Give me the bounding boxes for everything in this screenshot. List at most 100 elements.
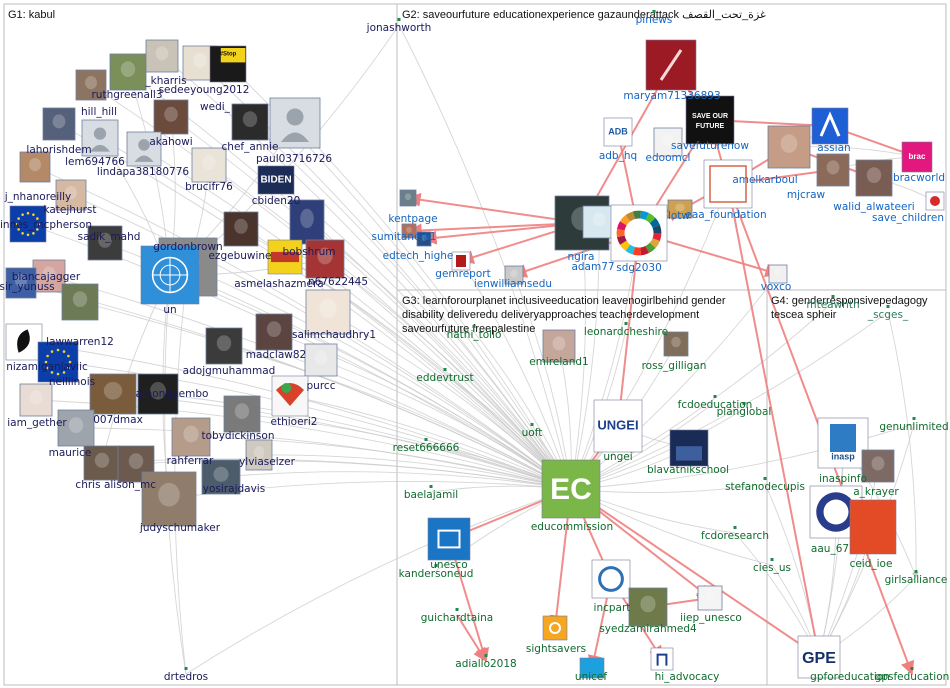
node-edoomcl[interactable] [653,127,683,157]
node-lindapa38180776[interactable] [126,131,162,167]
node-gpsfeducation[interactable] [910,667,914,670]
node-sadik_mahd[interactable] [87,225,123,261]
node-ruthgreenall3[interactable] [109,53,147,91]
node-hill_hill[interactable] [75,69,107,101]
node-bracworld[interactable]: brac [901,141,933,173]
node-hi_advocacy[interactable] [650,647,674,671]
node-cies_us[interactable] [770,558,774,561]
node-sightsavers[interactable] [542,615,568,641]
node-adam77[interactable] [582,205,616,239]
node-pinews[interactable] [652,10,656,13]
node-yosirajdavis[interactable] [201,459,241,495]
node-purcc[interactable] [304,343,338,377]
node-akahowi[interactable] [153,99,189,135]
node-ross_gilligan[interactable] [663,331,689,357]
node-ezgebuwine[interactable] [223,211,259,247]
node-blavatnikschool[interactable] [669,429,709,467]
node-gemreport[interactable] [451,251,471,271]
node-007dmax[interactable] [89,373,137,415]
node-unicef[interactable] [579,657,605,679]
node-genunlimited[interactable] [912,417,916,420]
node-amelkarboul[interactable] [767,125,811,169]
node-unesco[interactable] [427,517,471,561]
node-lem6947[interactable] [81,119,119,157]
node-biancajagger[interactable] [32,259,66,293]
node-maurice[interactable] [57,409,95,447]
node-iam_gether[interactable] [19,383,53,417]
node-adb_hq[interactable]: ADB [603,117,633,147]
node-save_children[interactable] [925,191,945,211]
node-kentpage[interactable] [399,189,417,207]
node-tobydickinson[interactable] [223,395,261,433]
node-ceid_ioe[interactable] [849,499,897,555]
node-rahferrar[interactable] [171,417,211,457]
node-planglobal[interactable] [742,402,746,405]
node-katejhurst[interactable] [55,179,87,211]
node-ungei[interactable]: UNGEI [593,399,643,453]
node-paul03716726[interactable] [269,97,321,149]
node-assian[interactable] [811,107,849,145]
node-kandersoneud[interactable] [434,564,438,567]
node-educommission[interactable]: EC [541,459,601,519]
node-uoft[interactable] [530,423,534,426]
node-un[interactable] [140,245,200,305]
node-fcdoeducation[interactable] [713,395,717,398]
node-j_nhanoreilly[interactable] [19,151,51,183]
node-inaspinfo[interactable]: inasp [817,417,869,469]
node-nizamiganjaviic[interactable] [5,323,43,361]
node-ylviaselzer[interactable] [245,439,273,471]
node-neillinois[interactable] [37,341,79,383]
node-scges[interactable] [886,305,890,308]
node-baelajamil[interactable] [429,485,433,488]
node-maryam71336893[interactable] [645,39,697,91]
node-adojgmuhammad[interactable] [205,327,243,365]
node-emireland1[interactable] [542,329,576,363]
node-edtech_highe[interactable] [416,231,432,247]
node-judyschumaker[interactable] [141,471,197,527]
node-incpart[interactable] [591,559,631,599]
node-eddevtrust[interactable] [443,368,447,371]
node-nathi_tollo[interactable] [472,325,476,328]
node-stefanodecupis[interactable] [763,477,767,480]
node-drtedros[interactable] [184,667,188,670]
node-ethioeri2[interactable] [271,375,309,417]
node-ienwilliamsedu[interactable] [504,265,524,285]
node-voxco[interactable] [768,264,788,284]
node-asmelashazmera[interactable] [267,239,303,275]
node-fcdoresearch[interactable] [733,526,737,529]
node-lotw[interactable] [667,199,693,219]
node-kharris[interactable] [145,39,179,73]
node-girlsalliance[interactable] [914,570,918,573]
node-madclaw82[interactable] [255,313,293,351]
node-wedi[interactable]: #Stop [209,45,247,83]
node-leonardcheshire[interactable] [624,322,628,325]
node-salimchaudhry1[interactable] [305,289,351,335]
node-sumitaneja1[interactable] [401,223,417,239]
node-lawwarren12[interactable] [61,283,99,321]
node-iiep_unesco[interactable] [697,585,723,611]
node-n67622445[interactable] [305,239,345,279]
node-chris[interactable] [83,445,121,481]
node-gpforeducation[interactable]: GPE [797,635,841,679]
node-reset666666[interactable] [424,438,428,441]
node-sdg2030[interactable] [610,204,668,262]
node-innes_mcpherson[interactable] [9,205,47,243]
node-lahorishdem[interactable] [42,107,76,141]
node-a_krayer[interactable] [861,449,895,483]
node-amondgembo[interactable] [137,373,179,415]
node-eaa_foundation[interactable] [703,159,753,209]
node-label-aau_67: aau_67 [811,543,849,555]
node-sir_yunuss[interactable] [5,267,37,299]
node-chef_annie[interactable] [231,103,269,141]
node-cbiden[interactable]: BIDEN [257,165,295,195]
node-guichardtaina[interactable] [455,608,459,611]
node-bobshrum[interactable] [289,199,325,245]
node-walid_alwateeri[interactable] [855,159,893,197]
node-tmteawhtn[interactable] [831,295,835,298]
node-jonashworth[interactable] [397,18,401,21]
node-syedzamirahmed4[interactable] [628,587,668,627]
node-brucifr76[interactable] [191,147,227,183]
node-adiallo2018[interactable] [484,654,488,657]
node-mjcraw[interactable] [816,153,850,187]
